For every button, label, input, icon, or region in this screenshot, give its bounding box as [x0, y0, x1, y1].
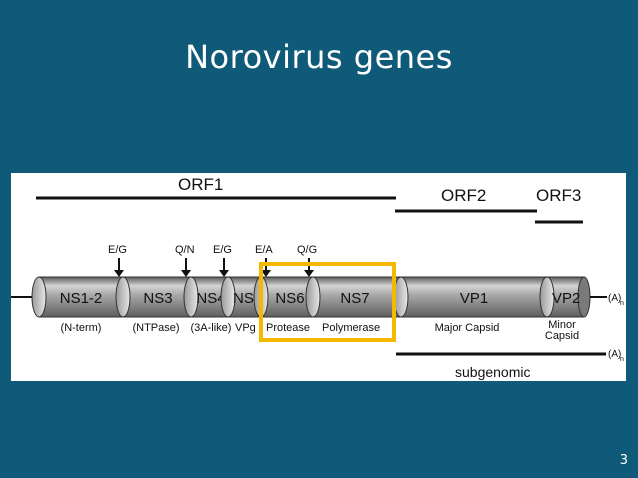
slide-title: Norovirus genes: [185, 38, 453, 76]
cleavage-arrow-head: [261, 270, 271, 277]
segment-name: NS1-2: [60, 290, 103, 307]
poly-a-label-subgenomic: (A): [608, 349, 621, 360]
segment-function: Polymerase: [322, 322, 380, 334]
segment-function: Capsid: [545, 330, 579, 342]
segment-function: Protease: [266, 322, 310, 334]
poly-a-subscript-subgenomic: n: [620, 356, 624, 363]
poly-a-label: (A): [608, 293, 621, 304]
segment-vp2: VP2: [539, 276, 591, 318]
cleavage-label: E/G: [108, 244, 127, 256]
subgenomic-label: subgenomic: [455, 364, 531, 380]
segment-function: (N-term): [61, 322, 102, 334]
segment-ns3: NS3: [115, 276, 192, 318]
segment-name: NS6: [275, 290, 304, 307]
cleavage-site-2: Q/N: [175, 244, 195, 277]
cleavage-site-1: E/G: [108, 244, 127, 277]
segment-ns7: NS7: [305, 276, 402, 318]
segment-name: NS4: [196, 290, 225, 307]
segment-name: VP1: [460, 290, 488, 307]
highlight-box: [259, 262, 396, 342]
segment-name: NS3: [143, 290, 172, 307]
segment-function: (3A-like): [191, 322, 232, 334]
poly-a-subscript: n: [620, 300, 624, 307]
cleavage-site-3: E/G: [213, 244, 232, 277]
cleavage-arrow-head: [219, 270, 229, 277]
genome-diagram-svg: ORF1 ORF2 ORF3 E/G Q/N E/G E/A Q/G: [11, 175, 624, 380]
cleavage-label: Q/G: [297, 244, 317, 256]
cleavage-site-5: Q/G: [297, 244, 317, 277]
segment-function: (NTPase): [132, 322, 179, 334]
page-number: 3: [619, 453, 628, 468]
cleavage-label: Q/N: [175, 244, 195, 256]
segment-vp1: VP1: [393, 276, 548, 318]
cleavage-arrow-head: [181, 270, 191, 277]
cleavage-site-4: E/A: [255, 244, 273, 277]
segment-function: Major Capsid: [435, 322, 500, 334]
genome-diagram: ORF1 ORF2 ORF3 E/G Q/N E/G E/A Q/G: [11, 173, 626, 381]
orf1-label: ORF1: [178, 175, 223, 194]
orf2-label: ORF2: [441, 186, 486, 205]
segment-name: NS7: [340, 290, 369, 307]
segment-function: VPg: [235, 322, 256, 334]
cleavage-arrow-head: [304, 270, 314, 277]
orf3-label: ORF3: [536, 186, 581, 205]
cleavage-label: E/G: [213, 244, 232, 256]
segment-function: Minor: [548, 319, 576, 331]
cleavage-label: E/A: [255, 244, 273, 256]
segment-name: VP2: [552, 290, 580, 307]
segment-ns1-2: NS1-2: [31, 276, 124, 318]
cleavage-arrow-head: [114, 270, 124, 277]
